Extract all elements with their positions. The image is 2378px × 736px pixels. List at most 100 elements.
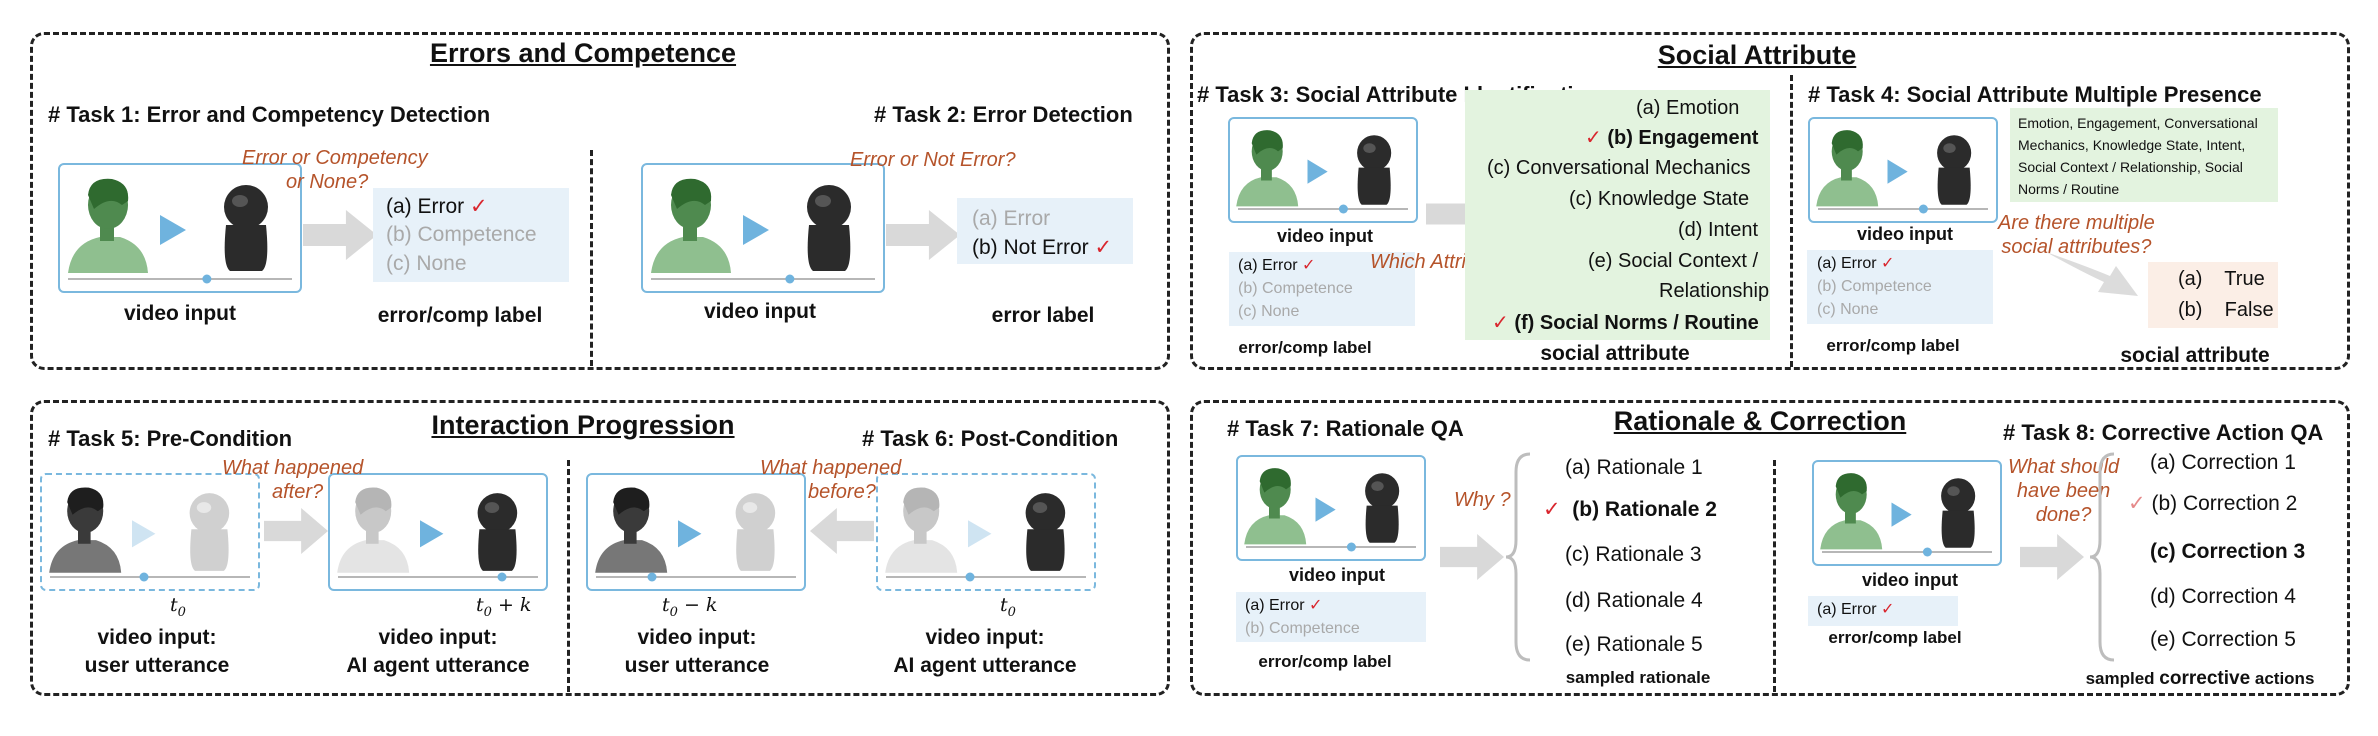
agent-utterance-label: video input: AI agent utterance [346,624,529,680]
option-competence: (b) Competence [1245,620,1360,637]
question-line: Are there multiple [1998,212,2155,234]
check-icon: ✓ [1881,601,1895,618]
curved-arrow-icon [2046,252,2138,296]
divider-task1-task2 [590,150,593,366]
arrow-icon [2020,534,2084,580]
rationale-5: (e) Rationale 5 [1565,633,1703,656]
option-false: (b) False [2178,299,2274,321]
question-line: Error or Competency [242,147,428,169]
arrow-shape [2020,534,2084,580]
question-line: What should [2008,456,2120,478]
option-error: (a) Error [972,207,1051,230]
question-line: before? [808,481,876,503]
option-error: (a) Error ✓ [1817,601,1895,618]
robot-icon [477,493,518,571]
panel-interaction-progression [30,400,1170,696]
true-false-box [2148,262,2278,328]
progress-dot [785,274,795,284]
option-error: (a) Error ✓ [1817,255,1895,272]
task4-heading: # Task 4: Social Attribute Multiple Pres… [1808,82,2262,107]
label-line: video input: [97,626,217,649]
check-icon: ✓ [1094,236,1113,259]
play-icon [678,520,702,548]
attr-intent: (d) Intent [1678,219,1759,241]
options-box-small [1808,596,1958,626]
option-competence: (b) Competence [1817,278,1932,295]
person-icon [337,487,410,573]
check-icon: ✓ [1585,127,1602,149]
question-task2: Error or Not Error? [850,149,1016,171]
progress-dot [497,572,507,582]
options-box-small [1807,250,1993,324]
attribute-list-line: Mechanics, Knowledge State, Intent, [2018,137,2246,153]
progress-dot [1918,204,1928,214]
section-title-rationale: Rationale & Correction [1613,406,1907,436]
sampled-rationale-label: sampled rationale [1565,668,1711,687]
task5-heading: # Task 5: Pre-Condition [48,426,293,451]
task8-heading: # Task 8: Corrective Action QA [2003,420,2324,445]
options-box [957,198,1133,264]
progress-dot [647,572,657,582]
section-title-errors: Errors and Competence [429,38,737,68]
arrow-shape [886,210,960,260]
check-icon: ✓ [1309,597,1323,614]
check-icon: ✓ [2128,492,2146,515]
attr-knowledge: (c) Knowledge State [1569,188,1750,210]
brace-icon [1505,452,1531,662]
attribute-list-box [2010,108,2278,202]
time-t0: t0 [1000,594,1016,620]
question-task1: Error or Competency or None? [242,146,428,194]
label-line: AI agent utterance [346,654,530,677]
question-line: What happened [222,457,364,479]
arrow-shape [1440,534,1504,580]
error-comp-label: error/comp label [1238,338,1372,357]
task1-heading: # Task 1: Error and Competency Detection [48,102,491,127]
option-error: (a) Error ✓ [1238,257,1316,274]
play-icon [968,520,992,548]
error-comp-label: error/comp label [1828,628,1962,647]
error-label: error label [991,304,1095,327]
person-icon [1820,473,1883,550]
video-frame-agent [328,473,548,591]
progress-dot [965,572,975,582]
robot-icon [807,185,851,271]
label-line: video input: [925,626,1045,649]
play-icon [1307,159,1328,184]
person-icon [1244,468,1307,545]
options-box-small [1236,592,1426,642]
label-line: user utterance [84,654,230,677]
check-icon: ✓ [1543,498,1561,521]
video-frame [58,163,302,293]
rationale-2: ✓ (b) Rationale 2 [1543,498,1717,521]
option-error: (a) Error ✓ [386,195,488,218]
video-input-label: video input [704,300,816,323]
correction-1: (a) Correction 1 [2150,451,2296,474]
brace-icon [2089,452,2115,662]
robot-icon [1365,473,1400,543]
attribute-list-line: Social Context / Relationship, Social [2018,159,2243,175]
rationale-3: (c) Rationale 3 [1565,543,1702,566]
panel-social-attribute [1190,32,2350,370]
label-line: AI agent utterance [893,654,1077,677]
question-line: have been [2016,480,2111,502]
task2-heading: # Task 2: Error Detection [874,102,1133,127]
robot-icon [1025,493,1066,571]
arrow-shape [303,210,377,260]
arrow-icon [303,210,377,260]
question-line: What happened [760,457,902,479]
option-none: (c) None [1238,303,1300,320]
divider-task3-task4 [1790,75,1793,367]
rationale-4: (d) Rationale 4 [1565,589,1703,612]
arrow-shape [264,508,328,554]
person-icon [595,487,668,573]
option-none: (c) None [386,252,467,275]
video-frame [1228,117,1418,223]
person-icon [49,487,122,573]
play-icon [160,215,186,245]
check-icon: ✓ [1492,312,1509,334]
video-input-label: video input [1862,570,1958,590]
video-frame [1236,455,1426,561]
attribute-box [1465,90,1770,340]
robot-icon [1357,135,1392,205]
divider-task7-task8 [1773,460,1776,692]
